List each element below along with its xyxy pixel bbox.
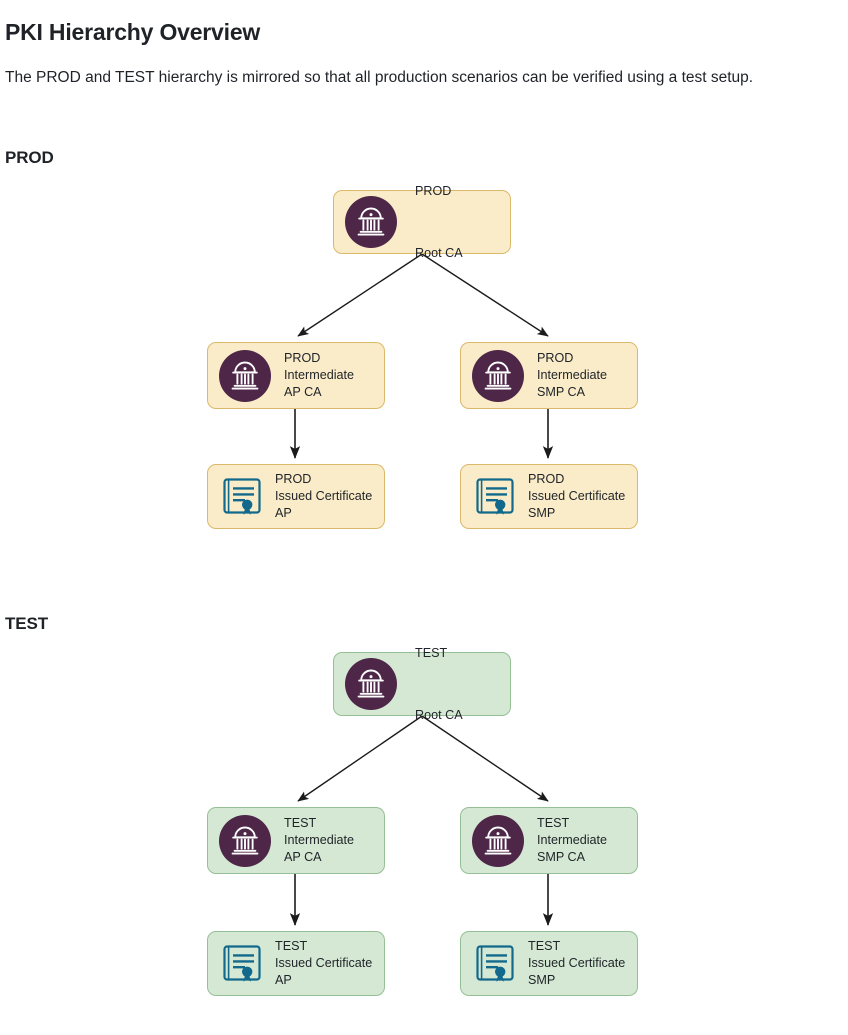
node-label: TEST Intermediate AP CA [284,816,355,864]
node-label: PROD Issued Certificate AP [275,472,373,520]
edges-test [289,715,554,926]
bank-icon [472,349,524,402]
certificate-icon [219,473,266,520]
node-label: PROD Intermediate AP CA [284,351,355,399]
edge-root-to-intermediate-left [297,715,423,802]
certificate-icon [472,473,519,520]
bank-icon [219,349,271,402]
certificate-icon [472,940,519,987]
section-heading-test: TEST [5,614,49,634]
node-label: TEST Issued Certificate SMP [528,939,626,987]
node-label: PROD Root CA [415,183,463,260]
bank-icon [219,814,271,867]
node-label: PROD Issued Certificate SMP [528,472,626,520]
node-label: TEST Root CA [415,645,463,722]
node-label: TEST Issued Certificate AP [275,939,373,987]
intro-paragraph: The PROD and TEST hierarchy is mirrored … [5,68,754,86]
diagram-test: TEST Root CA [0,635,848,999]
node-test-issued-certificate-ap[interactable]: TEST Issued Certificate AP [207,931,385,996]
node-prod-intermediate-ap-ca[interactable]: PROD Intermediate AP CA [207,342,385,409]
node-prod-intermediate-smp-ca[interactable]: PROD Intermediate SMP CA [460,342,638,409]
certificate-icon [219,940,266,987]
node-prod-root-ca[interactable]: PROD Root CA [333,184,511,260]
edges-prod [289,253,554,459]
edge-root-to-intermediate-left [297,253,423,337]
edge-root-to-intermediate-right [421,715,549,802]
bank-icon [345,196,397,248]
page-title: PKI Hierarchy Overview [5,19,261,46]
node-test-intermediate-smp-ca[interactable]: TEST Intermediate SMP CA [460,807,638,874]
edge-root-to-intermediate-right [421,253,549,337]
bank-icon [345,658,397,710]
node-test-issued-certificate-smp[interactable]: TEST Issued Certificate SMP [460,931,638,996]
node-label: PROD Intermediate SMP CA [537,351,608,399]
node-test-intermediate-ap-ca[interactable]: TEST Intermediate AP CA [207,807,385,874]
bank-icon [472,814,524,867]
diagram-prod: PROD Root CA [0,170,848,560]
pki-hierarchy-page: PKI Hierarchy Overview The PROD and TEST… [0,19,848,999]
node-label: TEST Intermediate SMP CA [537,816,608,864]
node-prod-issued-certificate-ap[interactable]: PROD Issued Certificate AP [207,464,385,529]
section-heading-prod: PROD [5,148,54,168]
node-prod-issued-certificate-smp[interactable]: PROD Issued Certificate SMP [460,464,638,529]
node-test-root-ca[interactable]: TEST Root CA [333,646,511,722]
